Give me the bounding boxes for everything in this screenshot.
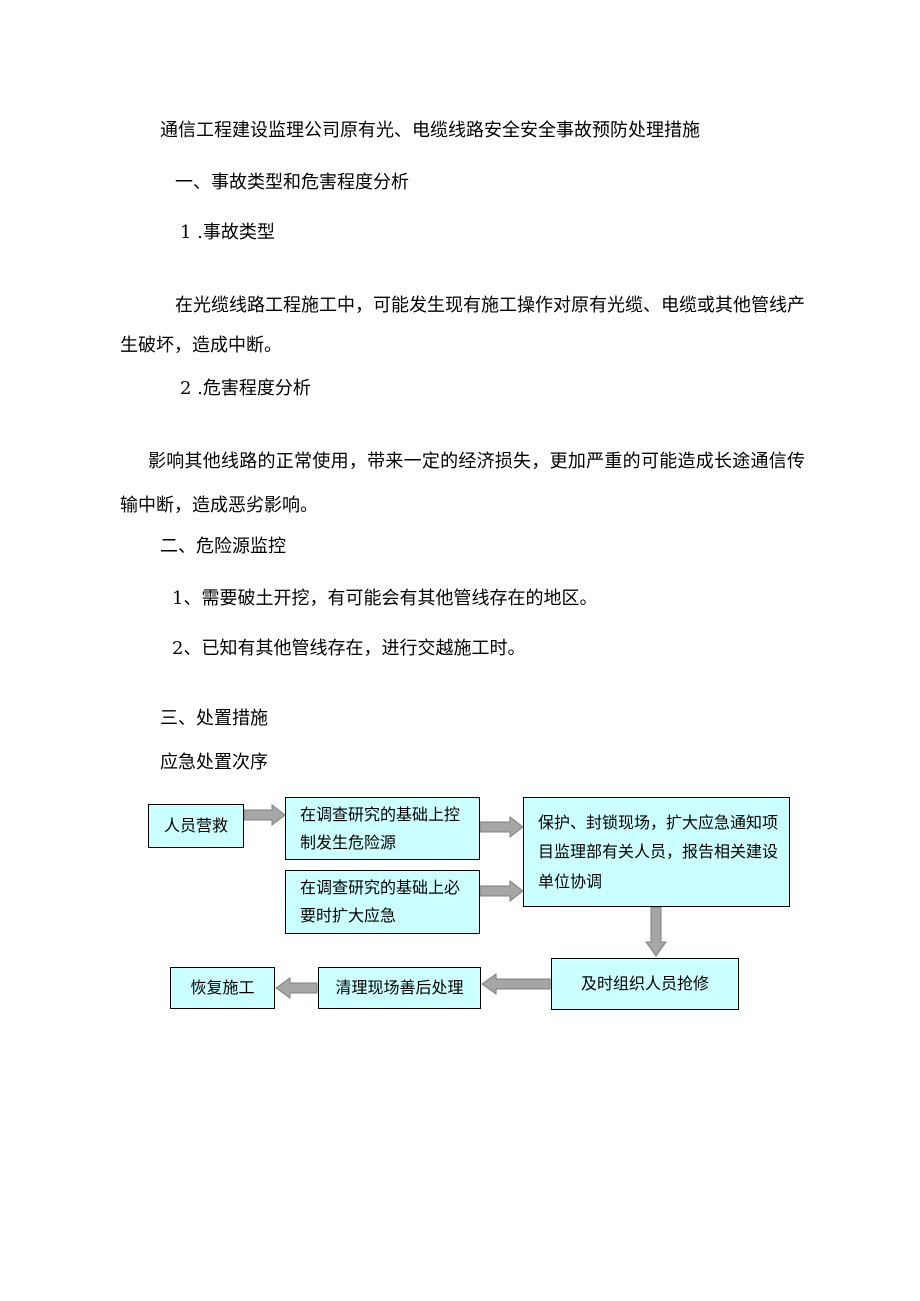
flow-box-protect-site: 保护、封锁现场，扩大应急通知项目监理部有关人员，报告相关建设单位协调 xyxy=(523,797,790,907)
paragraph-1: 在光缆线路工程施工中，可能发生现有施工操作对原有光缆、电缆或其他管线产生破坏，造… xyxy=(120,295,805,356)
flowchart-caption: 应急处置次序 xyxy=(160,752,268,773)
flow-box-organize-repair: 及时组织人员抢修 xyxy=(551,958,739,1010)
emergency-flowchart: 人员营救 在调查研究的基础上控制发生危险源 保护、封锁现场，扩大应急通知项目监理… xyxy=(0,792,920,1027)
flow-box-expand-emergency: 在调查研究的基础上必要时扩大应急 xyxy=(285,870,480,934)
flow-box-control-hazard: 在调查研究的基础上控制发生危险源 xyxy=(285,797,480,860)
paragraph-2: 影响其他线路的正常使用，带来一定的经济损失，更加严重的可能造成长途通信传输中断，… xyxy=(120,451,805,516)
subheading-1-2: 2 .危害程度分析 xyxy=(180,378,311,399)
heading-section-3: 三、处置措施 xyxy=(160,708,268,729)
arrow-right-icon xyxy=(480,880,524,902)
list-item-1: 1、需要破土开挖，有可能会有其他管线存在的地区。 xyxy=(172,588,598,609)
document-page: 通信工程建设监理公司原有光、电缆线路安全安全事故预防处理措施 一、事故类型和危害… xyxy=(120,120,805,773)
arrow-left-icon xyxy=(481,973,551,995)
heading-section-1: 一、事故类型和危害程度分析 xyxy=(175,172,409,193)
arrow-right-icon xyxy=(244,804,286,826)
flow-box-resume-work: 恢复施工 xyxy=(170,967,275,1009)
arrow-down-icon xyxy=(645,907,667,957)
subheading-1-1: 1 .事故类型 xyxy=(180,222,275,243)
arrow-left-icon xyxy=(275,977,318,999)
flow-box-site-cleanup: 清理现场善后处理 xyxy=(318,967,481,1009)
arrow-right-icon xyxy=(480,816,524,838)
list-item-2: 2、已知有其他管线存在，进行交越施工时。 xyxy=(172,638,526,659)
heading-section-2: 二、危险源监控 xyxy=(160,536,286,557)
page-title: 通信工程建设监理公司原有光、电缆线路安全安全事故预防处理措施 xyxy=(160,120,700,141)
flow-box-personnel-rescue: 人员营救 xyxy=(148,804,244,848)
